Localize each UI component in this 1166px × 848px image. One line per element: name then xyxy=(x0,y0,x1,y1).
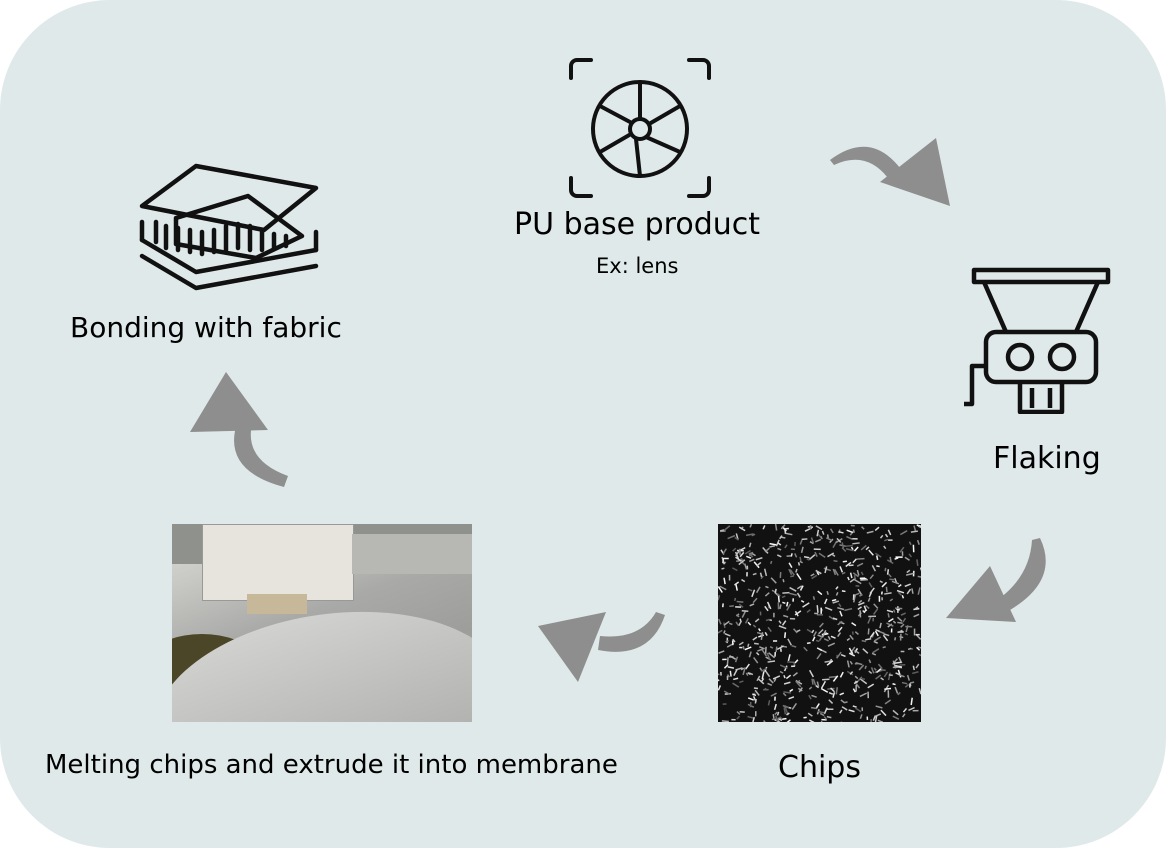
chips-label: Chips xyxy=(778,750,861,785)
fabric-bonding-layers-icon xyxy=(139,163,319,291)
flaking-machine-icon xyxy=(964,267,1111,414)
melting-extrude-label: Melting chips and extrude it into membra… xyxy=(45,750,618,780)
bonding-with-fabric-label: Bonding with fabric xyxy=(70,311,342,344)
membrane-extrusion-photo xyxy=(172,524,472,722)
flaking-label: Flaking xyxy=(993,441,1101,476)
arrow-pu-to-flaking-icon xyxy=(830,138,950,206)
pu-base-example-label: Ex: lens xyxy=(596,254,679,278)
arrow-membrane-to-bonding-icon xyxy=(190,372,288,487)
pu-base-product-label: PU base product xyxy=(514,207,761,242)
plastic-chips-image xyxy=(718,524,921,722)
camera-lens-icon xyxy=(569,58,711,198)
arrow-flaking-to-chips-icon xyxy=(946,538,1046,622)
arrow-chips-to-membrane-icon xyxy=(538,612,665,682)
